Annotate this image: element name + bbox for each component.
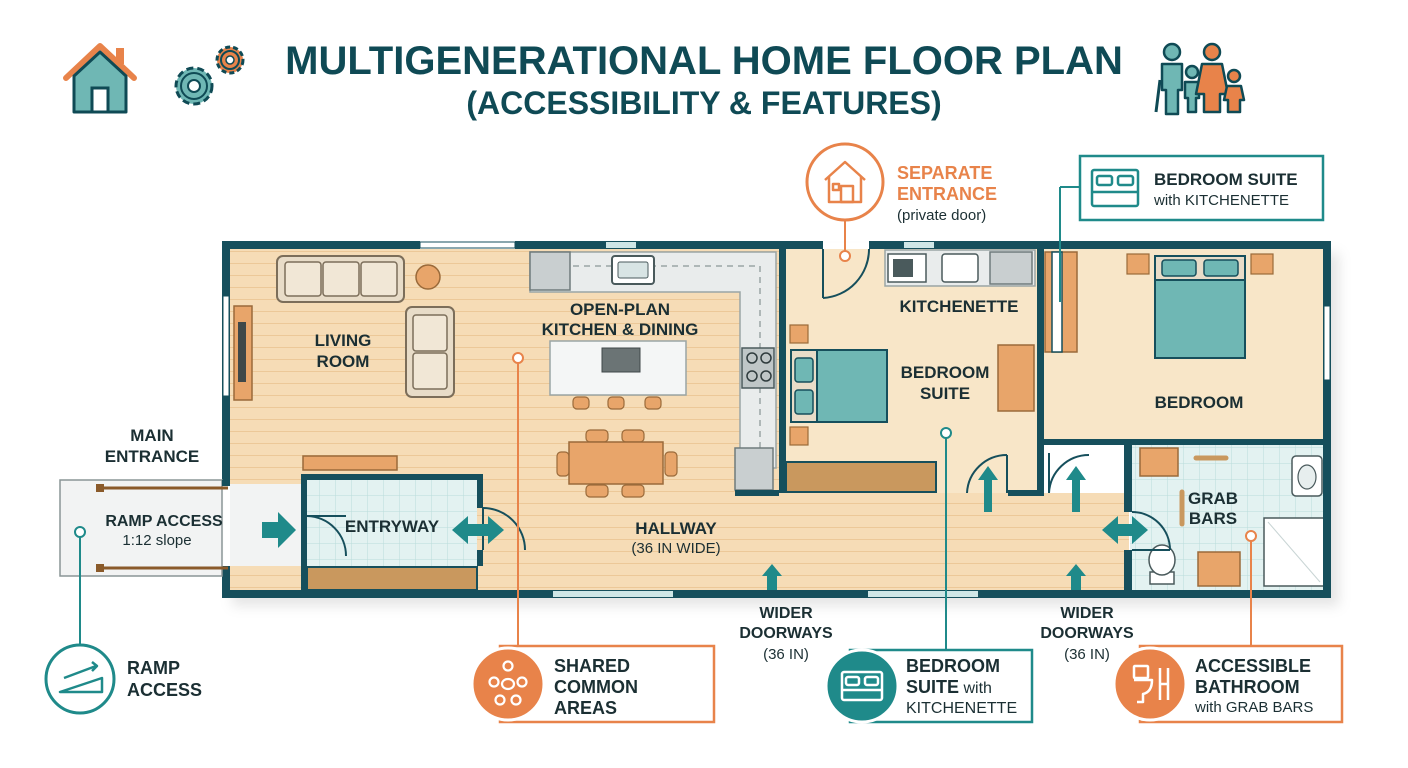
up-arrow-icon [978, 466, 998, 512]
suite-bottom-title-2: SUITE with [906, 677, 992, 697]
dining-table [556, 429, 678, 498]
bedroom-label: BEDROOM [1155, 393, 1244, 412]
entry-arrow-icon [262, 512, 296, 548]
suite-top-callout: BEDROOM SUITE with KITCHENETTE [1078, 154, 1325, 222]
armchair [405, 306, 455, 398]
arrows [262, 466, 1148, 590]
page-title: MULTIGENERATIONAL HOME FLOOR PLAN [285, 39, 1123, 83]
kitchenette-sink [941, 253, 979, 283]
suite-bed [789, 324, 888, 446]
house-door-icon [824, 160, 866, 204]
sofa [276, 255, 405, 303]
bench [302, 455, 398, 471]
bath-vanity [1139, 447, 1179, 477]
bed-icon [1090, 168, 1140, 208]
ramp-icon [58, 661, 104, 694]
suite-bottom-callout: BEDROOM SUITE with KITCHENETTE [824, 648, 1034, 724]
gears-icon [174, 45, 245, 106]
house-icon [63, 43, 137, 114]
hallway-width-note: (36 IN WIDE) [631, 540, 720, 557]
double-arrow-icon [1102, 516, 1148, 544]
double-arrow-icon [452, 516, 504, 544]
entryway-label: ENTRYWAY [345, 517, 440, 536]
page-subtitle: (ACCESSIBILITY & FEATURES) [466, 85, 941, 121]
family-icon [1154, 42, 1246, 116]
suite-bottom-with: with [959, 680, 992, 697]
toilet [1148, 544, 1176, 585]
hallway-label: HALLWAY [635, 519, 717, 538]
kitchenette-label: KITCHENETTE [900, 297, 1019, 316]
refrigerator [529, 251, 571, 291]
ramp-access-label: RAMP ACCESS [105, 513, 223, 530]
wardrobe [997, 344, 1035, 412]
wider-doorways-left-note: (36 IN) [763, 646, 809, 663]
wider-doorways-right-note: (36 IN) [1064, 646, 1110, 663]
ramp-slope-label: 1:12 slope [122, 532, 191, 549]
main-bed [1126, 253, 1274, 359]
side-table [415, 264, 441, 290]
up-arrow-icon [1066, 564, 1086, 590]
suite-bottom-note: KITCHENETTE [906, 700, 1017, 717]
bathroom-note: with GRAB BARS [1194, 699, 1313, 716]
suite-bottom-bold: SUITE [906, 677, 959, 697]
up-arrow-icon [762, 564, 782, 590]
toilet-grab-bar-icon [1132, 664, 1170, 704]
windows [222, 241, 1331, 597]
floor-plan [222, 241, 1331, 598]
entryway-floor [307, 480, 477, 567]
suite-top-note: with KITCHENETTE [1153, 192, 1289, 209]
people-icon [488, 660, 528, 706]
up-arrow-icon [1066, 466, 1086, 512]
entryway-bench [306, 566, 478, 591]
walls [222, 241, 1331, 598]
suite-top-title: BEDROOM SUITE [1154, 170, 1298, 189]
suite-dresser [785, 461, 937, 493]
suite-bottom-title-1: BEDROOM [906, 656, 1000, 676]
separate-entrance-note: (private door) [897, 207, 986, 224]
bed-icon [840, 670, 884, 702]
